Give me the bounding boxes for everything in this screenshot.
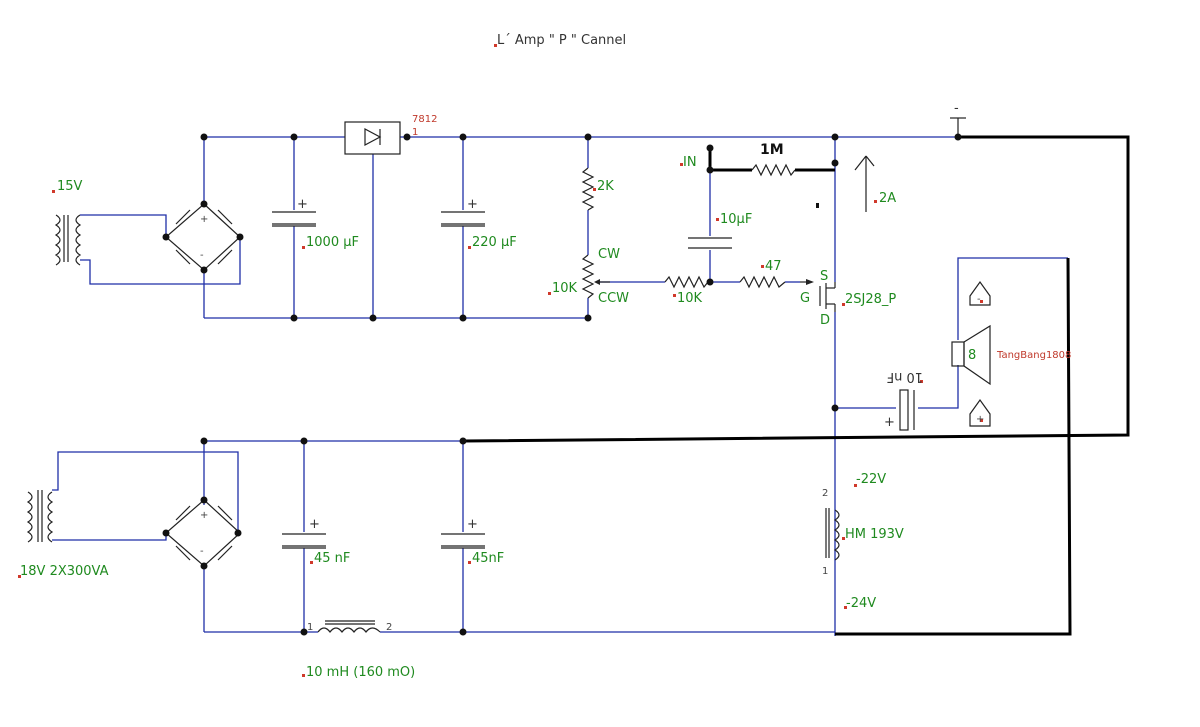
ammeter-probe [854, 155, 875, 212]
svg-text:+: + [309, 517, 320, 532]
transformer-bottom-marker [18, 575, 21, 578]
resistor-10k-marker [673, 294, 676, 297]
top-supply-wiring [80, 136, 1068, 636]
transformer-bottom [26, 490, 54, 543]
probe-plus-label: + [976, 414, 984, 425]
resistor-2k-label: 2K [597, 179, 614, 194]
output-cap-plus: + [884, 415, 895, 430]
regulator-pin: 1 [412, 127, 418, 138]
capacitor-45nf-1: + [282, 517, 326, 549]
ground-label: - [954, 101, 959, 116]
cap-45nf-1-label: 45 nF [314, 551, 350, 566]
cap-1000uf-label: 1000 µF [306, 235, 359, 250]
capacitor-10uf [688, 237, 732, 249]
pot-marker [548, 292, 551, 295]
input-label: IN [683, 155, 697, 170]
transformer-top-label: 15V [57, 179, 83, 194]
choke-v-top: -22V [856, 472, 886, 487]
resistor-2k [581, 167, 595, 211]
speaker-impedance: 8 [968, 348, 976, 363]
probe-plus-marker [980, 419, 983, 422]
speaker-probe-plus [969, 398, 991, 427]
svg-text:+: + [467, 517, 478, 532]
mosfet-pin-s: S [820, 269, 828, 284]
cap-45nf-1-marker [310, 561, 313, 564]
pot-label: 10K [552, 281, 578, 296]
speaker [951, 324, 991, 386]
bridge-rectifier-top: + - [165, 203, 241, 271]
inductor-10mh [317, 620, 381, 633]
speaker-probe-minus [969, 280, 991, 306]
transformer-bottom-label: 18V 2X300VA [20, 564, 109, 579]
svg-text:+: + [200, 214, 208, 225]
svg-text:+: + [467, 197, 478, 212]
mosfet-label: 2SJ28_P [845, 292, 896, 307]
input-marker [680, 163, 683, 166]
resistor-1m [751, 163, 796, 177]
resistor-2k-marker [593, 188, 596, 191]
regulator-7812 [344, 121, 401, 155]
choke-pin-bottom: 1 [822, 566, 828, 577]
inductor-marker [302, 674, 305, 677]
mosfet-2sj28 [800, 279, 836, 312]
choke-vtop-marker [854, 484, 857, 487]
regulator-name: 7812 [412, 114, 437, 125]
choke-label: HM 193V [845, 527, 904, 542]
pot-cw-label: CW [598, 247, 620, 262]
capacitor-10nf [899, 389, 915, 431]
svg-text:+: + [297, 197, 308, 212]
title-marker [494, 44, 497, 47]
cap-10uf-marker [716, 218, 719, 221]
bold-wiring [462, 135, 1130, 636]
diagram-title: L´ Amp " P " Cannel [497, 33, 626, 48]
svg-text:-: - [200, 546, 204, 557]
transformer-top [54, 214, 82, 266]
ammeter-marker [874, 200, 877, 203]
bottom-supply-wiring [52, 440, 835, 633]
transformer-top-marker [52, 190, 55, 193]
probe-minus-label: - [977, 294, 981, 305]
cap-1000uf-marker [302, 246, 305, 249]
resistor-10k [664, 275, 712, 289]
resistor-1m-label: 1M [760, 142, 784, 158]
ammeter-label: 2A [879, 191, 896, 206]
choke-vbottom-marker [844, 606, 847, 609]
probe-minus-marker [980, 300, 983, 303]
inductor-pin2: 2 [386, 622, 392, 633]
cap-45nf-2-marker [468, 561, 471, 564]
output-cap-marker [920, 380, 923, 383]
capacitor-45nf-2: + [441, 517, 485, 549]
svg-text:-: - [200, 250, 204, 261]
inductor-pin1: 1 [307, 622, 313, 633]
resistor-47-label: 47 [765, 259, 782, 274]
junction-nodes [162, 133, 962, 636]
choke-v-bottom: -24V [846, 596, 876, 611]
resistor-47-marker [761, 265, 764, 268]
mosfet-marker [842, 303, 845, 306]
pot-ccw-label: CCW [598, 291, 629, 306]
resistor-47 [739, 275, 786, 289]
cap-45nf-2-label: 45nF [472, 551, 504, 566]
mosfet-pin-d: D [820, 313, 830, 328]
mosfet-pin-g: G [800, 291, 810, 306]
potentiometer-10k [581, 254, 610, 299]
choke-hm193v [825, 508, 840, 561]
bridge-rectifier-bottom: + - [165, 499, 241, 567]
cap-10uf-label: 10µF [720, 212, 752, 227]
speaker-label: TangBang1808 [996, 350, 1071, 361]
cap-220uf-label: 220 µF [472, 235, 517, 250]
choke-pin-top: 2 [822, 488, 828, 499]
capacitor-220uf: + [441, 197, 485, 227]
stray-mark [816, 203, 819, 208]
resistor-10k-label: 10K [677, 291, 703, 306]
cap-220uf-marker [468, 246, 471, 249]
capacitor-1000uf: + [272, 197, 316, 227]
choke-marker [842, 537, 845, 540]
svg-text:+: + [200, 510, 208, 521]
output-cap-label: 10 nF [887, 369, 923, 384]
inductor-label: 10 mH (160 mO) [306, 665, 415, 680]
